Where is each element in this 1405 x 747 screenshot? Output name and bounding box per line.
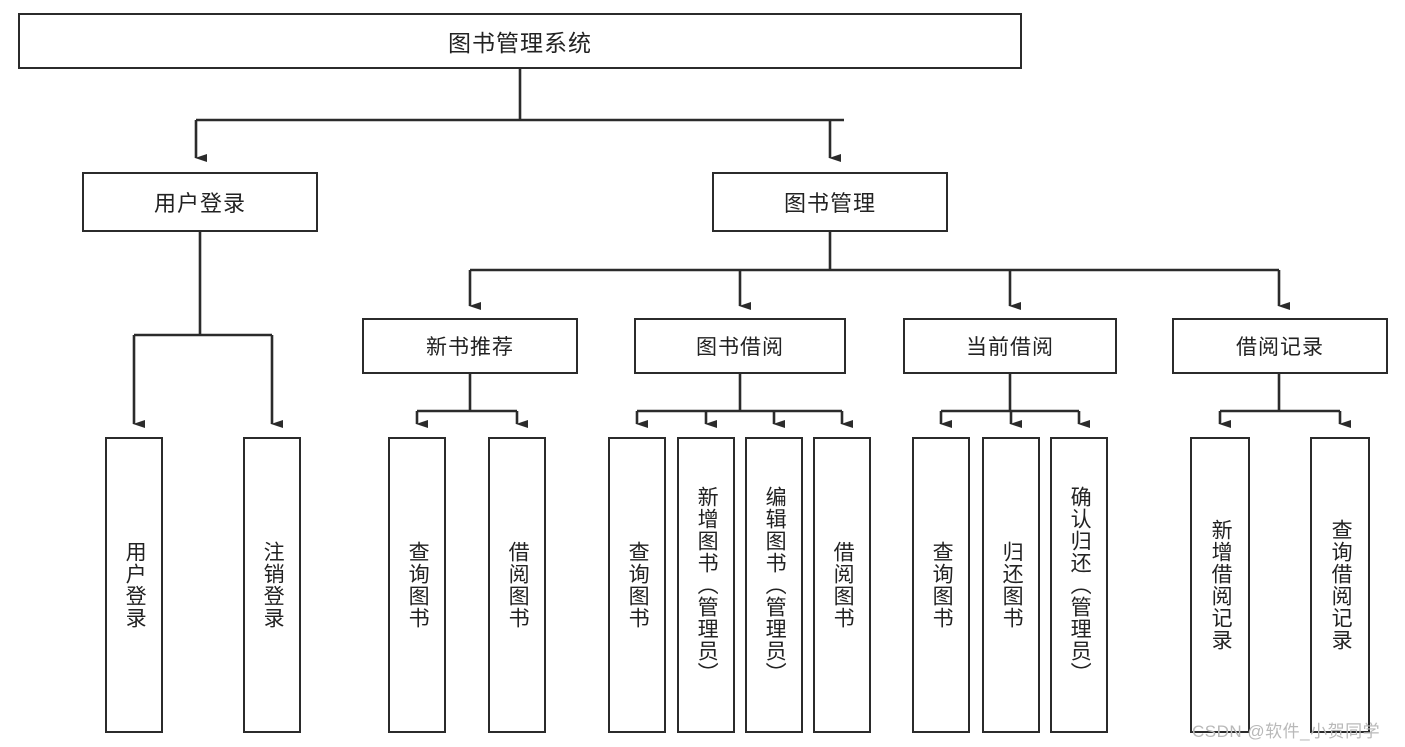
node-leaf-query-book-2-label: 查询图书	[626, 541, 650, 629]
node-leaf-edit-book[interactable]: 编辑图书（管理员）	[745, 437, 803, 733]
node-borrow-record-label: 借阅记录	[1236, 336, 1324, 359]
node-leaf-query-book-3-label: 查询图书	[930, 541, 954, 629]
node-leaf-borrow-book-2[interactable]: 借阅图书	[813, 437, 871, 733]
node-leaf-confirm-return-label: 确认归还（管理员）	[1068, 486, 1092, 684]
node-leaf-add-book-label: 新增图书（管理员）	[695, 486, 719, 684]
node-new-book-recommend[interactable]: 新书推荐	[362, 318, 578, 374]
node-current-borrow-label: 当前借阅	[966, 336, 1054, 359]
node-leaf-return-book-label: 归还图书	[1000, 541, 1024, 629]
node-leaf-edit-book-label: 编辑图书（管理员）	[763, 486, 787, 684]
node-leaf-return-book[interactable]: 归还图书	[982, 437, 1040, 733]
node-leaf-query-record-label: 查询借阅记录	[1329, 519, 1353, 651]
node-leaf-borrow-book-2-label: 借阅图书	[831, 541, 855, 629]
node-leaf-add-book[interactable]: 新增图书（管理员）	[677, 437, 735, 733]
node-book-borrow[interactable]: 图书借阅	[634, 318, 846, 374]
node-leaf-borrow-book-1-label: 借阅图书	[506, 541, 530, 629]
node-book-manage-label: 图书管理	[783, 191, 876, 216]
book-borrow-to-leaves-connector	[635, 374, 853, 428]
node-root-label: 图书管理系统	[448, 30, 592, 56]
node-current-borrow[interactable]: 当前借阅	[903, 318, 1117, 374]
user-login-to-leaves-connector	[132, 232, 283, 428]
node-leaf-confirm-return[interactable]: 确认归还（管理员）	[1050, 437, 1108, 733]
borrow-record-to-leaves-connector	[1218, 374, 1351, 428]
node-borrow-record[interactable]: 借阅记录	[1172, 318, 1388, 374]
root-to-level1-connector	[194, 69, 844, 162]
node-leaf-user-login[interactable]: 用户登录	[105, 437, 163, 733]
node-leaf-user-login-label: 用户登录	[123, 541, 147, 629]
node-book-borrow-label: 图书借阅	[696, 336, 784, 359]
node-leaf-query-record[interactable]: 查询借阅记录	[1310, 437, 1370, 733]
node-leaf-query-book-1[interactable]: 查询图书	[388, 437, 446, 733]
node-leaf-add-record[interactable]: 新增借阅记录	[1190, 437, 1250, 733]
node-leaf-borrow-book-1[interactable]: 借阅图书	[488, 437, 546, 733]
node-leaf-query-book-2[interactable]: 查询图书	[608, 437, 666, 733]
book-manage-to-level2-connector	[468, 232, 1290, 310]
node-leaf-logout[interactable]: 注销登录	[243, 437, 301, 733]
node-leaf-logout-label: 注销登录	[261, 541, 285, 629]
node-book-manage[interactable]: 图书管理	[712, 172, 948, 232]
current-borrow-to-leaves-connector	[939, 374, 1090, 428]
csdn-watermark: CSDN @软件_小贺同学	[1192, 722, 1381, 741]
node-leaf-add-record-label: 新增借阅记录	[1209, 519, 1233, 651]
node-root[interactable]: 图书管理系统	[18, 13, 1022, 69]
node-leaf-query-book-1-label: 查询图书	[406, 541, 430, 629]
node-leaf-query-book-3[interactable]: 查询图书	[912, 437, 970, 733]
node-user-login-label: 用户登录	[153, 191, 246, 216]
node-new-book-recommend-label: 新书推荐	[426, 336, 514, 359]
new-book-recommend-to-leaves-connector	[415, 374, 528, 428]
node-user-login[interactable]: 用户登录	[82, 172, 318, 232]
